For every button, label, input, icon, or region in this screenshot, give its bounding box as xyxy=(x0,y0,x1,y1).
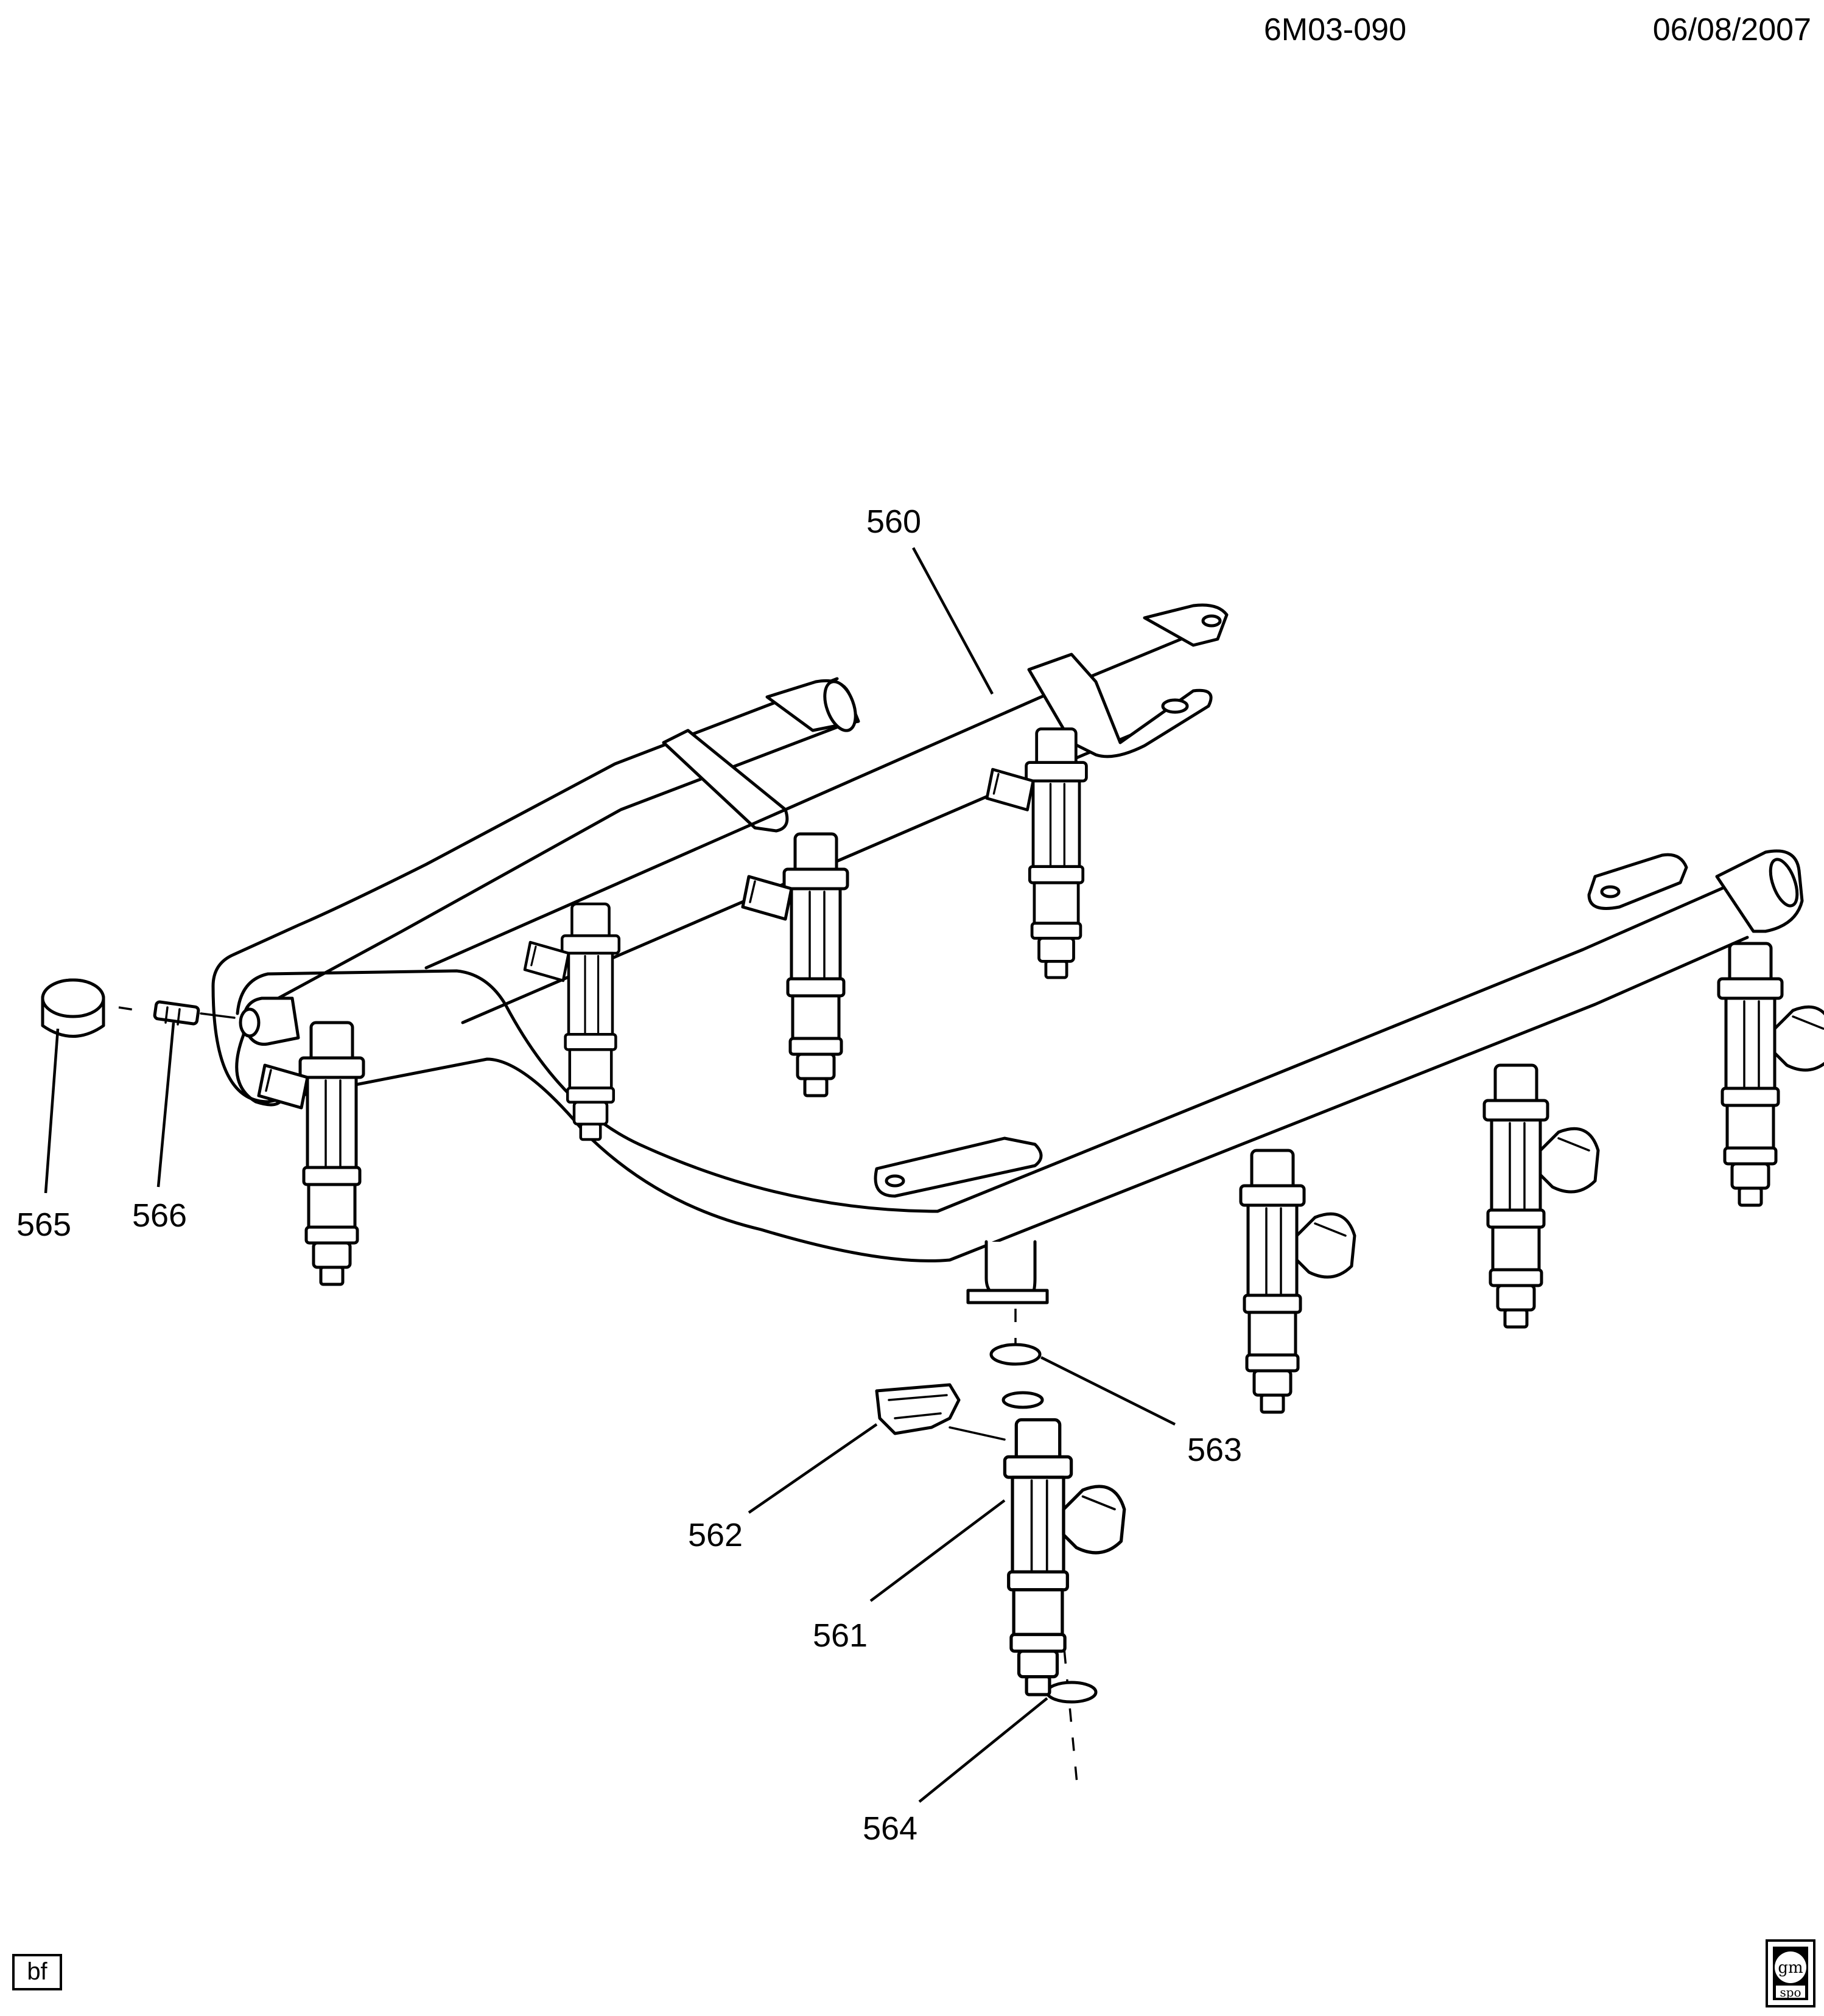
injector-upper-1 xyxy=(259,1023,363,1284)
injector-upper-2 xyxy=(525,904,619,1139)
callout-561: 561 xyxy=(813,1617,868,1654)
injector-lower-3 xyxy=(1719,943,1824,1205)
retainer-clip xyxy=(875,1383,1006,1441)
callout-562: 562 xyxy=(688,1517,743,1553)
injector-lower-2 xyxy=(1484,1065,1598,1327)
callout-566: 566 xyxy=(132,1197,187,1234)
logo-text-gm: gm xyxy=(1778,1959,1803,1977)
leader-564 xyxy=(918,1697,1048,1803)
gm-spo-logo: gm spo xyxy=(1766,1939,1815,2007)
artist-initials: bf xyxy=(27,1958,47,1985)
artist-initials-box: bf xyxy=(12,1954,62,1990)
schrader-valve xyxy=(153,1000,236,1026)
leader-562 xyxy=(748,1423,878,1514)
callout-560: 560 xyxy=(866,503,921,540)
injector-upper-3 xyxy=(743,834,847,1096)
leader-565 xyxy=(44,1028,60,1194)
crossover-tube xyxy=(211,677,860,1037)
drawing-date: 06/08/2007 xyxy=(1653,12,1811,47)
leader-566 xyxy=(156,1022,175,1188)
injector-top-o-ring xyxy=(1001,1391,1044,1409)
injector-upper-4 xyxy=(987,729,1086,978)
leader-561 xyxy=(869,1499,1006,1602)
callout-564: 564 xyxy=(863,1810,917,1847)
logo-text-spo: spo xyxy=(1780,1985,1801,2000)
lower-fuel-rail xyxy=(211,849,1804,1262)
callout-563: 563 xyxy=(1187,1432,1242,1468)
lower-o-ring xyxy=(1045,1681,1098,1704)
upper-o-ring xyxy=(989,1343,1042,1366)
drawing-number: 6M03-090 xyxy=(1264,12,1406,47)
cap-axis-line xyxy=(118,1006,147,1013)
leader-560 xyxy=(912,547,994,695)
injector-lower-1 xyxy=(1241,1150,1355,1412)
leader-563 xyxy=(1040,1356,1176,1426)
fuel-rail-cap xyxy=(41,978,105,1038)
rail-injector-socket xyxy=(966,1240,1049,1304)
callout-565: 565 xyxy=(16,1206,71,1243)
